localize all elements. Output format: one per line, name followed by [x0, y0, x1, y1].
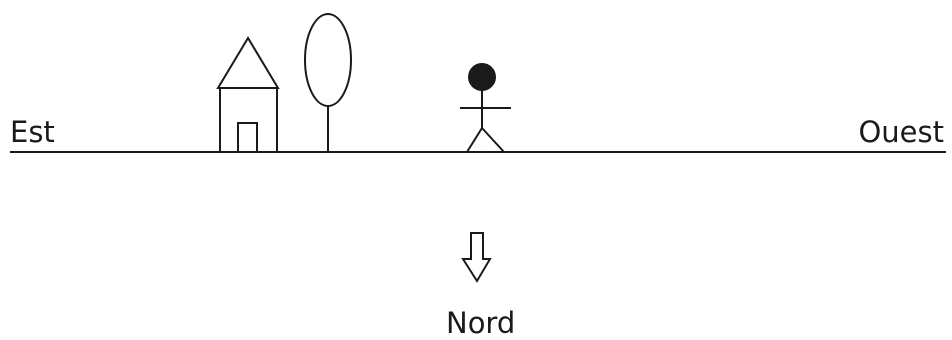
person-icon [460, 63, 511, 153]
down-arrow-icon [461, 232, 492, 283]
east-direction-label: Ouest [858, 115, 944, 149]
north-direction-label: Nord [446, 306, 516, 340]
house-icon [216, 36, 280, 153]
tree-icon [304, 13, 352, 152]
west-direction-label: Est [10, 115, 55, 149]
